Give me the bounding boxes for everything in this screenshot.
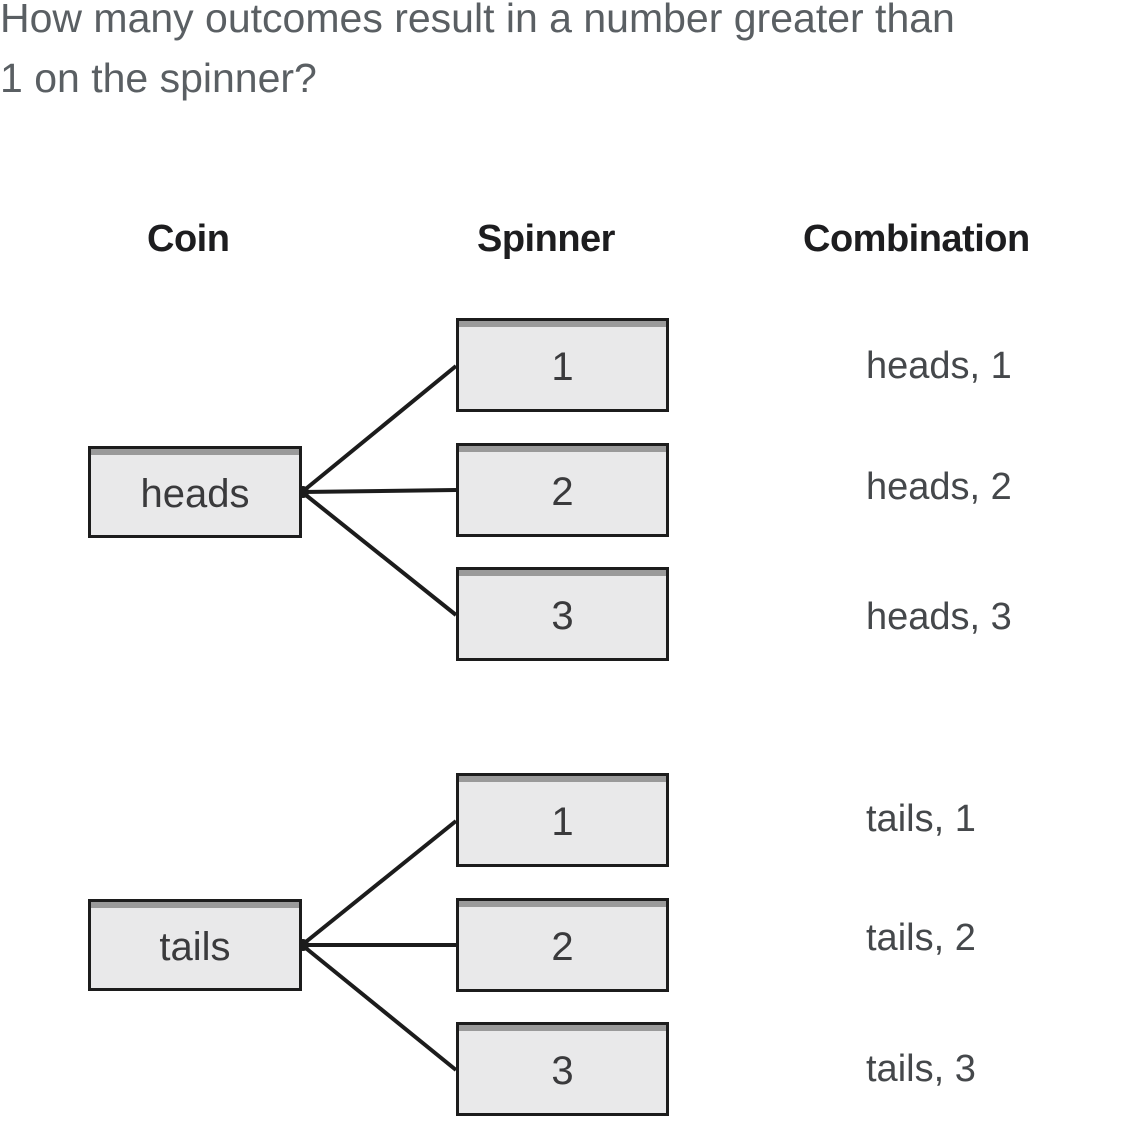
edge-heads-1 (300, 364, 458, 494)
spinner-node-heads-2: 2 (456, 443, 669, 537)
coin-node-tails-label: tails (159, 925, 231, 969)
spinner-node-heads-3-label: 3 (551, 594, 574, 638)
question-text: How many outcomes result in a number gre… (0, 0, 1125, 108)
spinner-node-heads-1: 1 (456, 318, 669, 412)
spinner-node-tails-3: 3 (456, 1022, 669, 1116)
edge-heads-3 (300, 490, 458, 617)
combination-tails-1: tails, 1 (866, 798, 976, 840)
combination-heads-3: heads, 3 (866, 596, 1012, 638)
spinner-node-heads-1-label: 1 (551, 345, 574, 389)
edge-tails-3 (300, 943, 458, 1072)
spinner-node-tails-1-label: 1 (551, 800, 574, 844)
spinner-node-tails-3-label: 3 (551, 1049, 574, 1093)
edge-heads-2 (301, 488, 457, 494)
combination-heads-2: heads, 2 (866, 466, 1012, 508)
spinner-node-heads-2-label: 2 (551, 470, 574, 514)
coin-node-tails: tails (88, 899, 302, 991)
spinner-node-tails-2: 2 (456, 898, 669, 992)
spinner-node-heads-3: 3 (456, 567, 669, 661)
spinner-node-tails-1: 1 (456, 773, 669, 867)
spinner-node-tails-2-label: 2 (551, 925, 574, 969)
coin-node-heads-label: heads (140, 472, 250, 516)
question-line-1: How many outcomes result in a number gre… (0, 0, 955, 41)
combination-heads-1: heads, 1 (866, 345, 1012, 387)
combination-tails-2: tails, 2 (866, 917, 976, 959)
question-line-2: 1 on the spinner? (0, 55, 317, 101)
combination-tails-3: tails, 3 (866, 1048, 976, 1090)
coin-node-heads: heads (88, 446, 302, 538)
column-header-spinner: Spinner (477, 218, 615, 260)
column-header-combination: Combination (803, 218, 1030, 260)
edge-tails-1 (300, 819, 458, 947)
column-header-coin: Coin (147, 218, 230, 260)
